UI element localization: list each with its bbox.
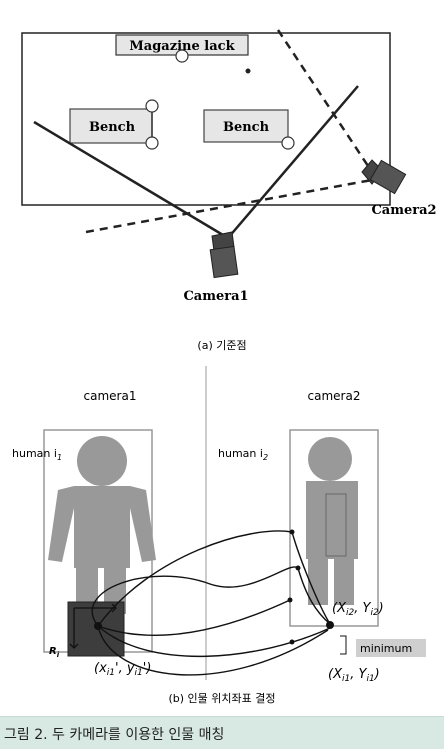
reference-point-bench-right [281, 136, 295, 150]
camera2-label: Camera2 [371, 203, 436, 218]
reference-point-magazine [175, 49, 189, 63]
ri-label: Ri [49, 646, 60, 659]
reference-point-bench-bottom [145, 136, 159, 150]
camera1-icon [209, 231, 239, 279]
panel-a-caption: (a) 기준점 [197, 339, 246, 352]
minimum-label: minimum [360, 642, 412, 655]
figure: Magazine lack Bench Bench Camera1 Camera [0, 0, 444, 716]
figure-caption-bar: 그림 2. 두 카메라를 이용한 인물 매칭 [0, 716, 444, 749]
human-i2-frame [289, 429, 379, 627]
minimum-bracket [340, 635, 347, 655]
coord-xi1-prime: (xi1', yi1') [94, 661, 151, 678]
camera2-icon [361, 159, 407, 195]
reference-dot [245, 68, 251, 74]
bench-right-label: Bench [223, 120, 270, 135]
panel-b: camera1 camera2 human i1 Ri human i2 [12, 366, 426, 705]
panel-b-caption: (b) 인물 위치좌표 결정 [168, 692, 275, 705]
reference-point-bench-top [145, 99, 159, 113]
human-i1-label: human i1 [12, 447, 62, 462]
bench-left-label: Bench [89, 120, 136, 135]
magazine-rack-label: Magazine lack [129, 39, 235, 54]
coord-xi2-yi2: (Xi2, Yi2) [332, 601, 384, 618]
camera2-fov-top [276, 29, 374, 173]
camera2-fov-bottom [85, 178, 373, 234]
coord-xi1-yi1: (Xi1, Yi1) [328, 667, 380, 684]
figure-caption: 그림 2. 두 카메라를 이용한 인물 매칭 [4, 727, 225, 743]
human-i1-figure [48, 436, 156, 614]
minimum-box [356, 639, 426, 657]
figure-svg: Magazine lack Bench Bench Camera1 Camera [0, 0, 444, 716]
camera1-label: Camera1 [183, 289, 248, 304]
human-i2-figure [306, 437, 358, 605]
camera1-title: camera1 [84, 389, 137, 403]
human-i2-arm [325, 493, 347, 557]
region-arrows [69, 603, 117, 649]
camera1-fov-right [227, 85, 359, 239]
camera2-title: camera2 [308, 389, 361, 403]
human-i2-label: human i2 [218, 447, 268, 462]
matching-curves [91, 530, 331, 676]
camera1-fov-left [33, 120, 229, 240]
panel-a: Magazine lack Bench Bench Camera1 Camera [21, 29, 437, 352]
bench-right-box [203, 109, 289, 143]
curve-points [287, 529, 334, 645]
